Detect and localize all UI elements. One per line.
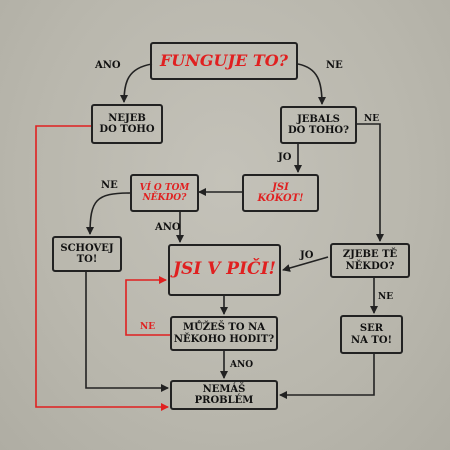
node-nemas: NEMÁŠ PROBLÉM <box>170 380 278 410</box>
connector-muzes-pici <box>125 276 170 336</box>
node-vi: VÍ O TOM NĚKDO? <box>130 174 199 212</box>
connector-schovej-nemas <box>85 272 169 392</box>
label-ne-zjebe: NE <box>378 292 394 302</box>
connector-jebals-zjebe <box>357 123 384 242</box>
label-jo-jebals: JO <box>278 152 292 163</box>
label-ne-muzes: NE <box>140 322 156 332</box>
node-schovej: SCHOVEJ TO! <box>52 236 122 272</box>
label-ne-vi: NE <box>101 180 118 191</box>
connector-zjebe-pici <box>282 256 329 272</box>
node-muzes: MŮŽEŠ TO NA NĚKOHO HODIT? <box>170 316 278 351</box>
connector-funguje-nejeb <box>120 63 153 103</box>
node-zjebe: ZJEBE TĚ NĚKDO? <box>330 243 410 278</box>
connector-funguje-jebals <box>297 63 326 105</box>
label-ne-top: NE <box>326 60 343 71</box>
node-nejeb: NEJEB DO TOHO <box>91 104 163 144</box>
label-ano-vi: ANO <box>155 222 181 233</box>
node-jebals: JEBALS DO TOHO? <box>280 106 357 144</box>
node-jsi-v-pici: JSI V PIČI! <box>168 244 281 296</box>
node-funguje: FUNGUJE TO? <box>150 42 298 80</box>
connector-ser-nemas <box>279 354 375 399</box>
label-jo-zjebe: JO <box>300 250 314 261</box>
label-ne-jebals: NE <box>364 114 380 124</box>
connector-nejeb-nemas <box>35 125 169 411</box>
connector-vi-schovej <box>86 192 131 235</box>
label-ano-muzes: ANO <box>230 360 254 370</box>
node-jsi-kokot: JSI KOKOT! <box>242 174 319 212</box>
node-ser: SER NA TO! <box>340 315 403 354</box>
label-ano-top: ANO <box>95 60 121 71</box>
